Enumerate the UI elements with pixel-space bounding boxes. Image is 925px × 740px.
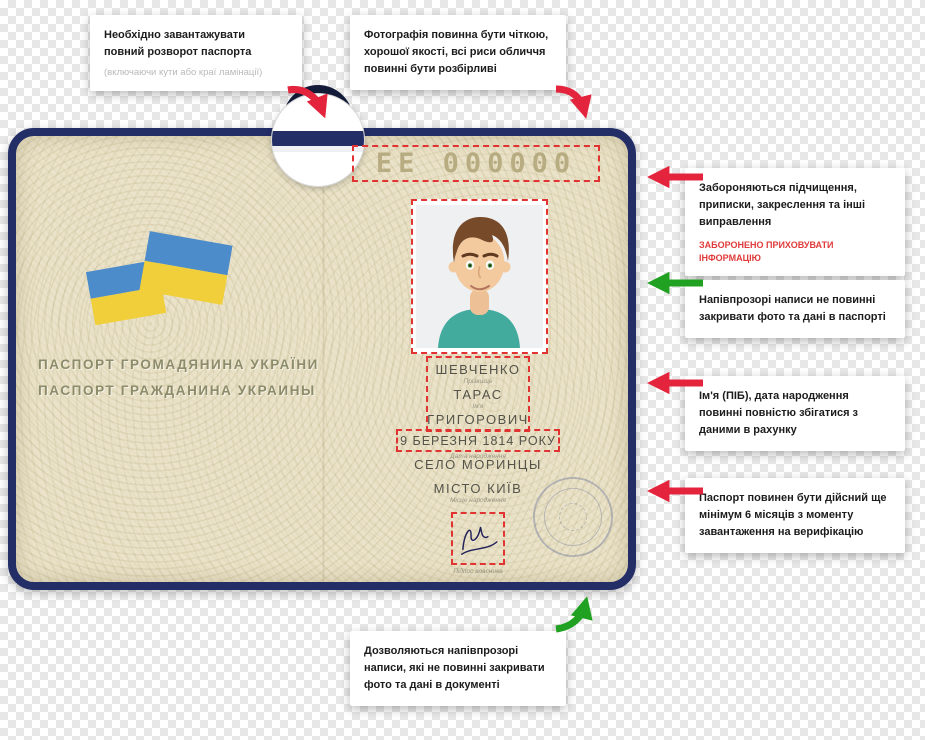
signature-highlight	[451, 512, 505, 565]
passport-number-highlight: ЕЕ 000000	[352, 145, 600, 182]
callout-title: Необхідно завантажувати повний розворот …	[104, 29, 252, 59]
passport-title-uk: ПАСПОРТ ГРОМАДЯНИНА УКРАЇНИ	[38, 357, 319, 372]
passport-photo-highlight	[411, 199, 548, 354]
green-arrow-bottom-icon	[555, 596, 593, 633]
passport-cover-edge-stripe	[272, 131, 364, 146]
signature-icon	[460, 526, 498, 555]
callout-title: Фотографія повинна бути чіткою, хорошої …	[364, 29, 549, 76]
signature-label: Підпис власника	[453, 568, 503, 575]
callout-no-corrections: Забороняються підчищення, приписки, закр…	[685, 168, 905, 277]
ukraine-flags-icon	[85, 231, 233, 326]
red-arrow-top-center-icon	[555, 85, 592, 119]
birth-place-line2: МІСТО КИЇВ	[433, 481, 523, 496]
birth-date-highlight: 9 БЕРЕЗНЯ 1814 РОКУ	[396, 429, 560, 452]
callout-validity-period: Паспорт повинен бути дійсний ще мінімум …	[685, 478, 905, 554]
laminate-corner-zoom-circle	[271, 93, 365, 187]
surname-label: Прізвище	[463, 378, 493, 385]
surname-value: ШЕВЧЕНКО	[435, 362, 521, 377]
given-name-label: Ім'я	[472, 403, 484, 410]
callout-title: Забороняються підчищення, приписки, закр…	[699, 182, 865, 229]
callout-subtitle: (включаючи кути або краї ламінації)	[104, 67, 263, 79]
given-name-value: ТАРАС	[453, 387, 503, 402]
callout-warning: ЗАБОРОНЕНО ПРИХОВУВАТИ ІНФОРМАЦІЮ	[699, 240, 834, 263]
name-fields-highlight	[426, 356, 530, 432]
callout-photo-quality: Фотографія повинна бути чіткою, хорошої …	[350, 15, 566, 91]
callout-title: Паспорт повинен бути дійсний ще мінімум …	[699, 492, 887, 539]
passport-number: ЕЕ 000000	[375, 148, 577, 179]
callout-title: Ім'я (ПІБ), дата народження повинні повн…	[699, 390, 859, 437]
laminate-edge-hint	[272, 146, 364, 152]
callout-translucent-marks: Напівпрозорі написи не повинні закривати…	[685, 280, 905, 339]
callout-title: Напівпрозорі написи не повинні закривати…	[699, 294, 886, 324]
callout-name-match: Ім'я (ПІБ), дата народження повинні повн…	[685, 376, 905, 452]
birth-place-line1: СЕЛО МОРИНЦЫ	[414, 457, 542, 472]
callout-title: Дозволяються напівпрозорі написи, які не…	[364, 645, 545, 692]
birth-date-value: 9 БЕРЕЗНЯ 1814 РОКУ	[400, 433, 556, 448]
callout-allowed-watermarks: Дозволяються напівпрозорі написи, які не…	[350, 631, 566, 707]
passport-title-ru: ПАСПОРТ ГРАЖДАНИНА УКРАИНЫ	[38, 383, 316, 398]
holder-photo	[416, 205, 543, 348]
patronymic-value: ГРИГОРОВИЧ	[427, 412, 529, 427]
birth-place-label: Місце народження	[450, 497, 506, 504]
callout-full-spread: Необхідно завантажувати повний розворот …	[90, 15, 302, 92]
birth-date-label: Дата народження	[450, 453, 506, 460]
